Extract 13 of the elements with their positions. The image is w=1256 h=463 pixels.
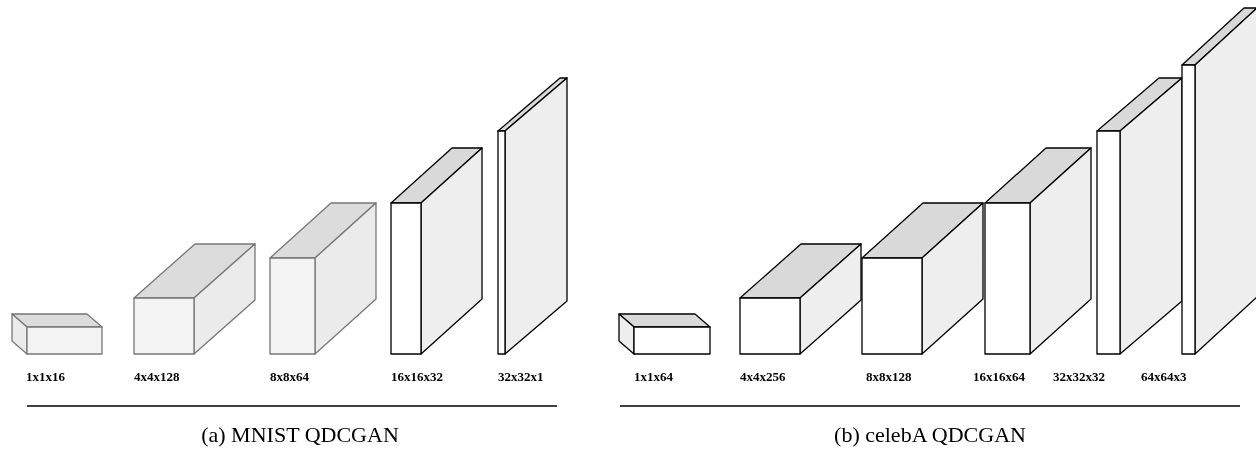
dimension-label: 32x32x1 bbox=[498, 369, 544, 385]
dimension-label: 32x32x32 bbox=[1053, 369, 1105, 385]
dimension-label: 16x16x32 bbox=[391, 369, 443, 385]
dimension-label: 8x8x64 bbox=[270, 369, 309, 385]
subfigure-caption: (b) celebA QDCGAN bbox=[834, 422, 1026, 448]
dimension-label: 16x16x64 bbox=[973, 369, 1025, 385]
dimension-label: 4x4x128 bbox=[134, 369, 180, 385]
dimension-label: 1x1x16 bbox=[26, 369, 65, 385]
dimension-label: 1x1x64 bbox=[634, 369, 673, 385]
dimension-label: 8x8x128 bbox=[866, 369, 912, 385]
dimension-label: 64x64x3 bbox=[1141, 369, 1187, 385]
subfigure-caption: (a) MNIST QDCGAN bbox=[201, 422, 399, 448]
dimension-label: 4x4x256 bbox=[740, 369, 786, 385]
